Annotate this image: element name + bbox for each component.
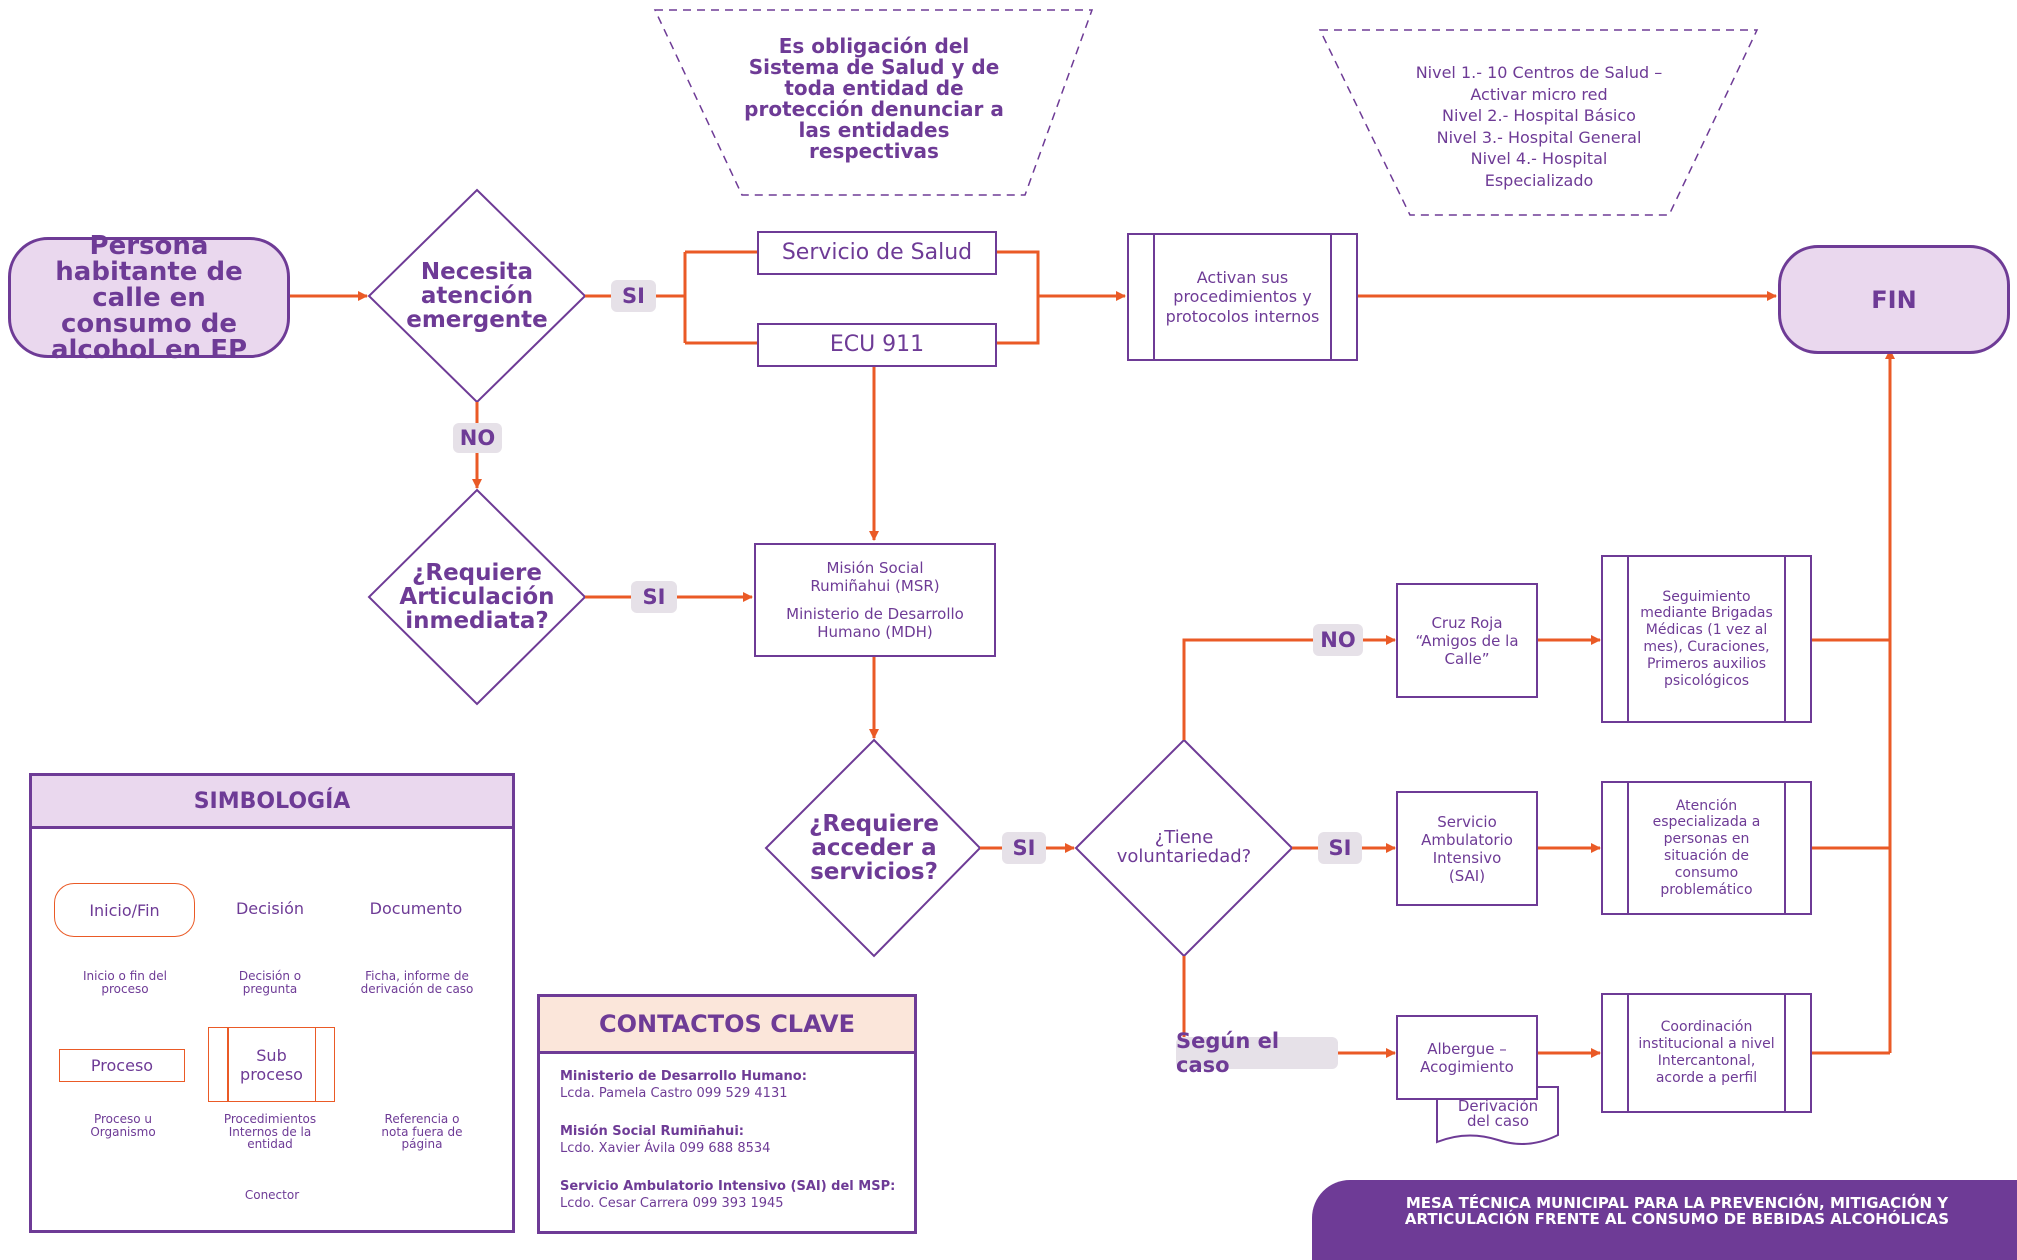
legend: SIMBOLOGÍA (29, 773, 515, 1233)
process-cruz-roja: Cruz Roja “Amigos de la Calle” (1396, 583, 1538, 698)
levels-note-line: Nivel 2.- Hospital Básico (1442, 106, 1636, 126)
process-msr-label: Misión Social Rumiñahui (MSR) (810, 559, 940, 595)
legend-decision-caption: Decisión o pregunta (238, 969, 302, 996)
process-cruz-roja-label: Cruz Roja “Amigos de la Calle” (1415, 613, 1519, 668)
derivation-document-shape (1436, 1086, 1559, 1145)
contact-person: Lcdo. Cesar Carrera 099 393 1945 (560, 1195, 784, 1211)
process-sai: Servicio Ambulatorio Intensivo (SAI) (1396, 791, 1538, 906)
process-albergue: Albergue – Acogimiento (1396, 1015, 1538, 1100)
legend-start-end-caption: Inicio o fin del proceso (82, 969, 168, 996)
legend-document-caption: Ficha, informe de derivación de caso (360, 969, 474, 996)
subprocess-activate-label: Activan sus procedimientos y protocolos … (1165, 268, 1320, 326)
legend-title: SIMBOLOGÍA (32, 776, 512, 829)
decision-articulation: ¿Requiere Articulación inmediata? (397, 551, 557, 643)
levels-note-line: Activar micro red (1470, 84, 1608, 104)
subprocess-follow-up: Seguimiento mediante Brigadas Médicas (1… (1601, 555, 1812, 723)
obligation-note-text: Es obligación del Sistema de Salud y de … (744, 34, 1004, 163)
contact-item: Misión Social Rumiñahui: Lcdo. Xavier Áv… (560, 1124, 770, 1158)
footer-line: ARTICULACIÓN FRENTE AL CONSUMO DE BEBIDA… (1404, 1209, 1950, 1228)
levels-note-line: Nivel 1.- 10 Centros de Salud – (1415, 63, 1663, 82)
process-msr-mdh: Misión Social Rumiñahui (MSR) Ministerio… (754, 543, 996, 657)
decision-services: ¿Requiere acceder a servicios? (798, 802, 950, 894)
legend-start-end: Inicio/Fin (54, 883, 195, 937)
subprocess-coordination-label: Coordinación institucional a nivel Inter… (1638, 1019, 1775, 1086)
process-health-service-label: Servicio de Salud (781, 239, 973, 265)
badge-si-articulation: SI (631, 581, 677, 613)
subprocess-attention-label: Atención especializada a personas en sit… (1652, 797, 1761, 898)
decision-services-shape (764, 738, 982, 958)
process-albergue-label: Albergue – Acogimiento (1420, 1039, 1514, 1076)
connector (1182, 635, 1396, 740)
decision-voluntary-label: ¿Tiene voluntariedad? (1116, 827, 1252, 867)
legend-document-label: Documento (369, 898, 463, 918)
end-node-label: FIN (1871, 285, 1917, 314)
decision-emergent: Necesita atención emergente (400, 250, 554, 342)
footer-line: MESA TÉCNICA MUNICIPAL PARA LA PREVENCIÓ… (1405, 1194, 1949, 1212)
badge-si-emergent: SI (611, 280, 656, 312)
legend-subprocess: Sub proceso (208, 1027, 335, 1102)
obligation-note: Es obligación del Sistema de Salud y de … (740, 36, 1008, 162)
legend-process-caption: Proceso u Organismo (90, 1112, 156, 1139)
contact-item: Servicio Ambulatorio Intensivo (SAI) del… (560, 1179, 895, 1213)
contact-org: Misión Social Rumiñahui: (560, 1124, 744, 1139)
levels-note: Nivel 1.- 10 Centros de Salud – Activar … (1380, 62, 1698, 192)
footer-banner: MESA TÉCNICA MUNICIPAL PARA LA PREVENCIÓ… (1312, 1180, 2017, 1260)
subprocess-coordination: Coordinación institucional a nivel Inter… (1601, 993, 1812, 1113)
obligation-note-shape (653, 9, 1094, 196)
contact-org: Servicio Ambulatorio Intensivo (SAI) del… (560, 1179, 896, 1194)
start-node: Persona habitante de calle en consumo de… (8, 233, 290, 363)
legend-connector-caption: Conector (244, 1188, 300, 1202)
decision-emergent-label: Necesita atención emergente (406, 258, 548, 334)
levels-note-line: Nivel 4.- Hospital (1470, 149, 1608, 169)
legend-subprocess-label: Sub proceso (240, 1045, 303, 1084)
badge-no-emergent: NO (453, 423, 502, 453)
process-ecu911: ECU 911 (757, 323, 997, 367)
contacts-title: CONTACTOS CLAVE (540, 997, 914, 1054)
legend-start-end-label: Inicio/Fin (89, 900, 160, 920)
connector (994, 250, 1040, 345)
derivation-document: Derivación del caso (1440, 1096, 1556, 1132)
contact-item: Ministerio de Desarrollo Humano: Lcda. P… (560, 1069, 807, 1103)
end-node: FIN (1778, 245, 2010, 354)
decision-voluntary: ¿Tiene voluntariedad? (1104, 816, 1264, 880)
badge-case: Según el caso (1176, 1029, 1338, 1077)
contact-org: Ministerio de Desarrollo Humano: (560, 1069, 807, 1084)
contact-person: Lcda. Pamela Castro 099 529 4131 (560, 1085, 788, 1101)
decision-services-label: ¿Requiere acceder a servicios? (809, 810, 939, 886)
legend-decision: Decisión (215, 893, 325, 923)
start-node-label: Persona habitante de calle en consumo de… (50, 230, 248, 365)
legend-process-label: Proceso (90, 1056, 154, 1075)
levels-note-line: Nivel 3.- Hospital General (1436, 127, 1642, 147)
legend-reference-caption: Referencia o nota fuera de página (381, 1112, 463, 1152)
legend-process: Proceso (59, 1049, 185, 1082)
process-health-service: Servicio de Salud (757, 231, 997, 275)
process-mdh-label: Ministerio de Desarrollo Humano (MDH) (786, 605, 964, 641)
subprocess-follow-up-label: Seguimiento mediante Brigadas Médicas (1… (1640, 588, 1773, 689)
levels-note-shape (1318, 29, 1759, 216)
levels-note-line: Especializado (1484, 170, 1594, 190)
legend-subprocess-caption: Procedimientos Internos de la entidad (223, 1112, 317, 1152)
subprocess-activate: Activan sus procedimientos y protocolos … (1127, 233, 1358, 361)
decision-articulation-shape (367, 488, 587, 706)
process-ecu911-label: ECU 911 (829, 331, 925, 357)
badge-no-voluntary: NO (1313, 624, 1363, 656)
badge-si-services: SI (1002, 832, 1046, 864)
legend-decision-label: Decisión (235, 898, 305, 918)
process-sai-label: Servicio Ambulatorio Intensivo (SAI) (1421, 812, 1513, 885)
contact-person: Lcdo. Xavier Ávila 099 688 8534 (560, 1140, 771, 1156)
decision-articulation-label: ¿Requiere Articulación inmediata? (399, 559, 555, 635)
derivation-document-label: Derivación del caso (1457, 1097, 1539, 1130)
contacts-panel: CONTACTOS CLAVE Ministerio de Desarrollo… (537, 994, 917, 1234)
badge-si-voluntary: SI (1318, 832, 1362, 864)
subprocess-attention: Atención especializada a personas en sit… (1601, 781, 1812, 915)
legend-document: Documento (358, 893, 474, 923)
